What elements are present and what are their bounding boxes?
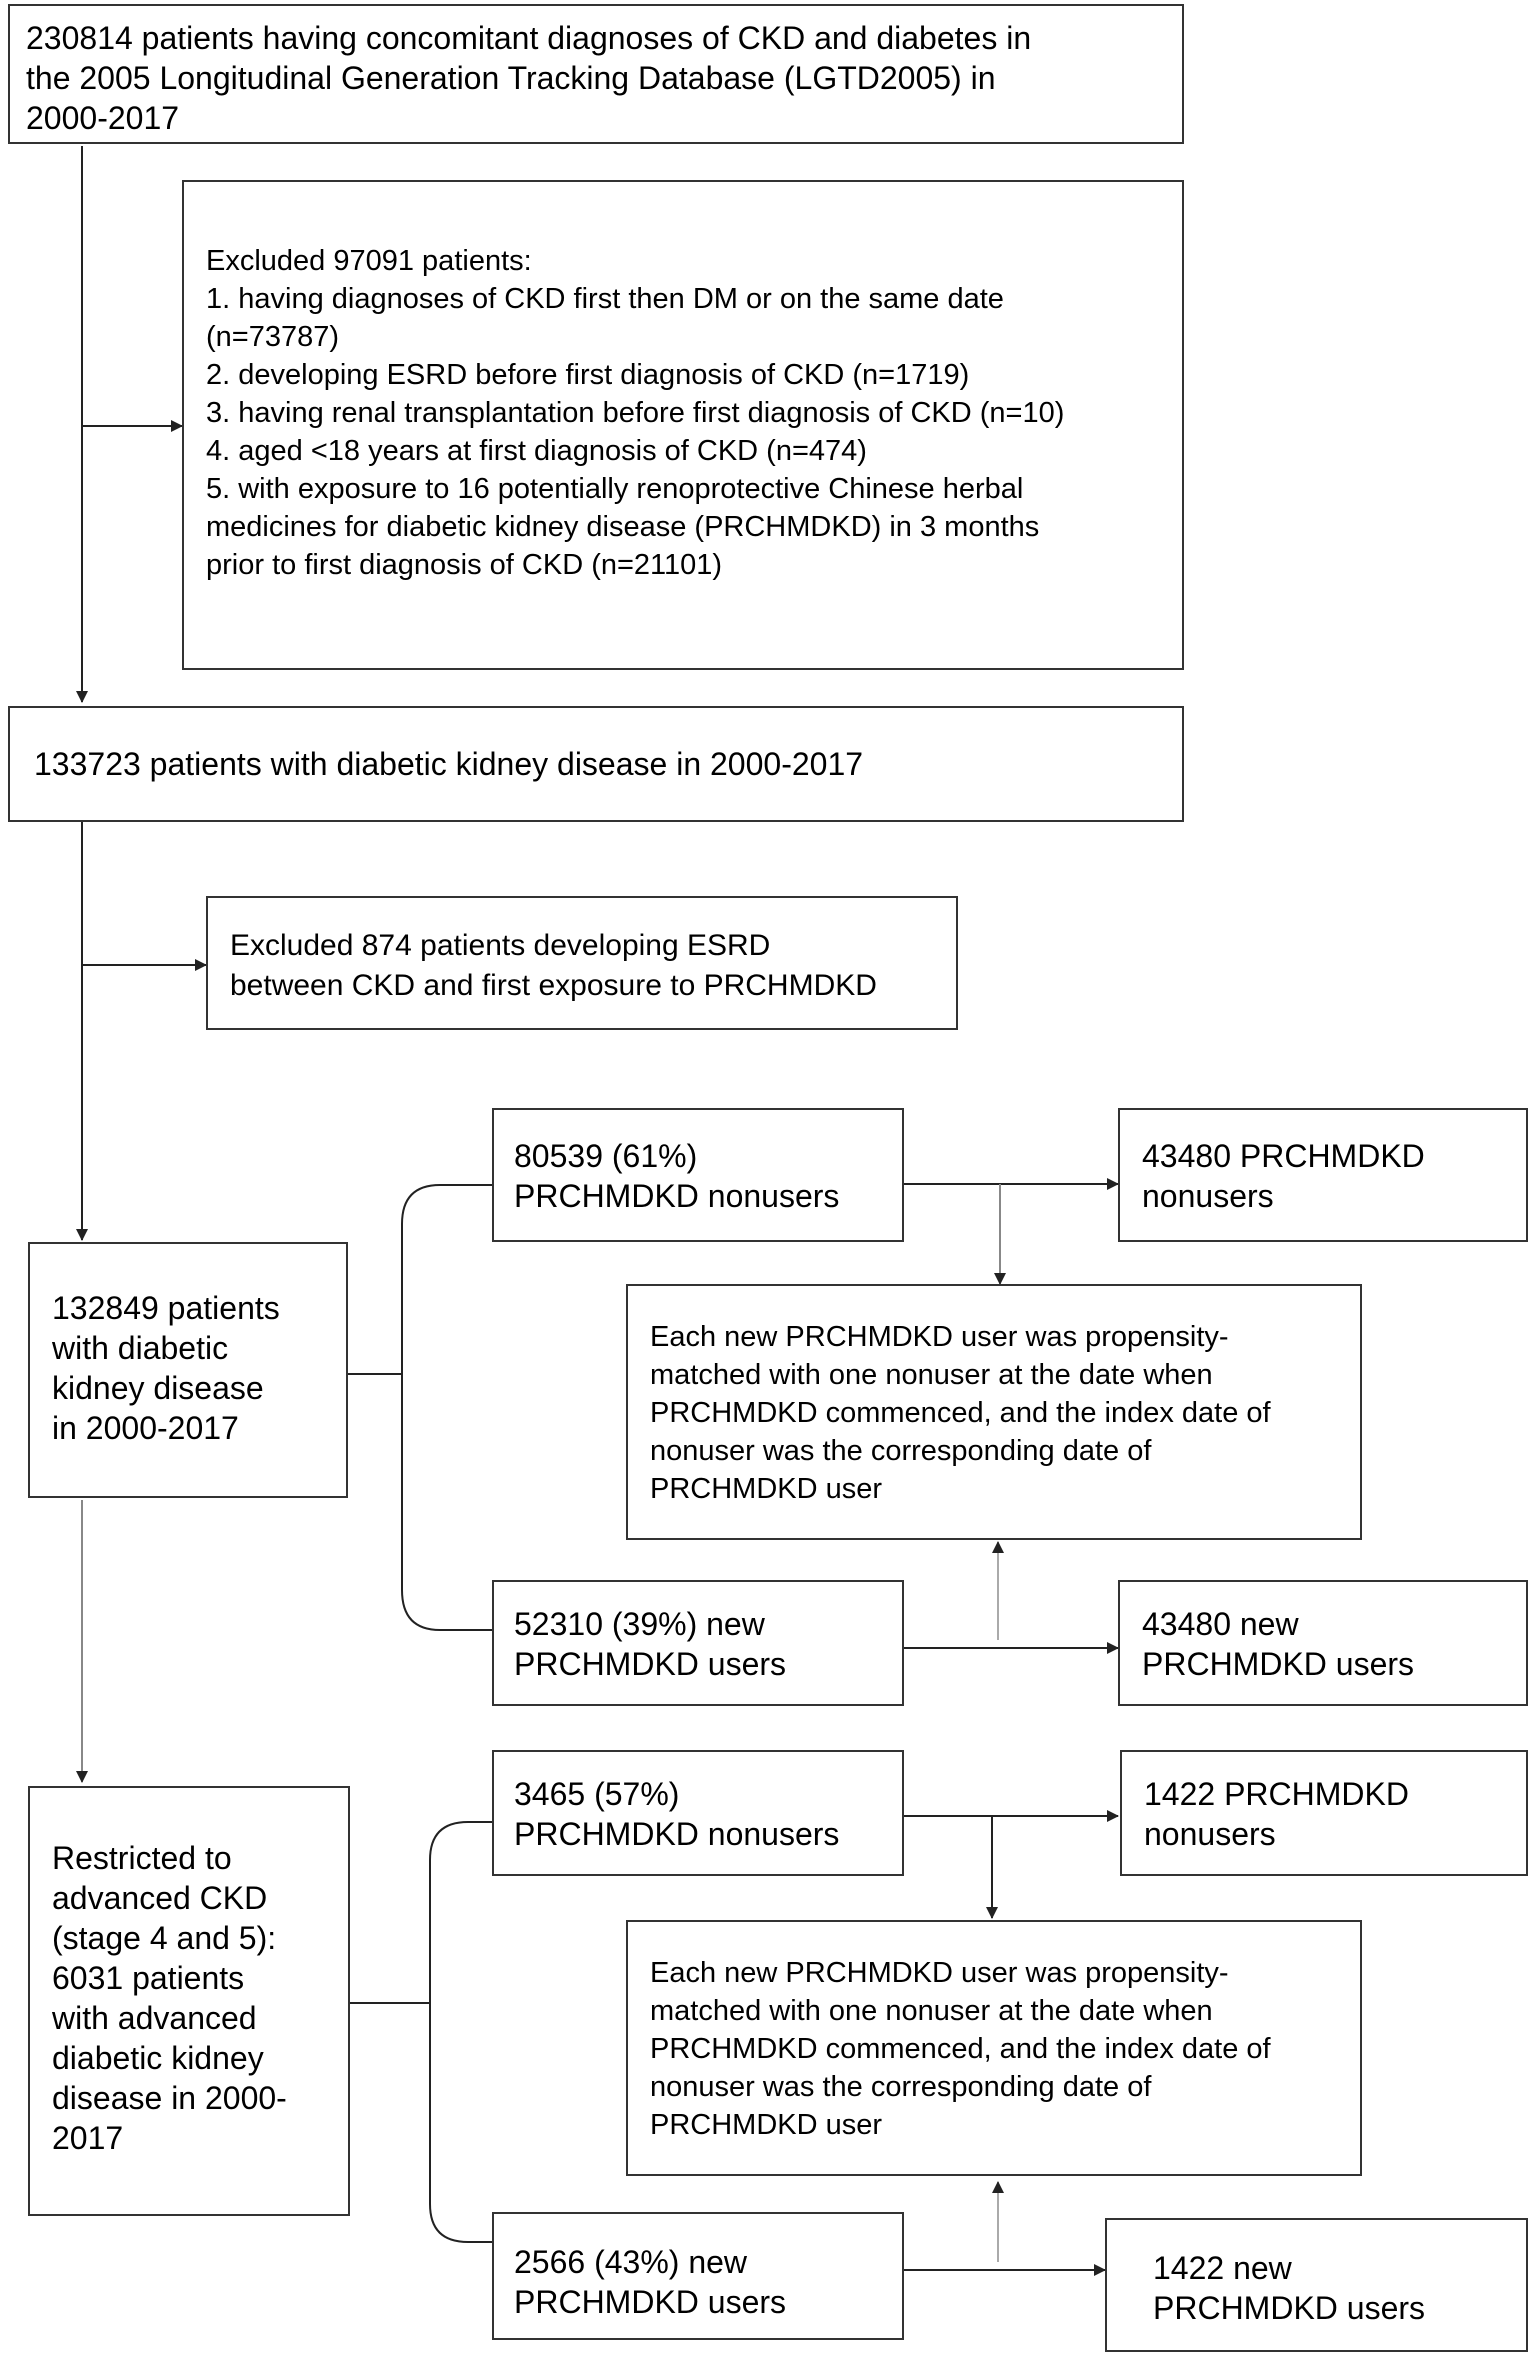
matched-users-all-text: 43480 new PRCHMDKD users [1142,1606,1415,1682]
users-all-box: 52310 (39%) new PRCHMDKD users [492,1580,904,1706]
advanced-cohort-text: Restricted to advanced CKD (stage 4 and … [52,1840,287,2156]
exclusion-box-2: Excluded 874 patients developing ESRD be… [206,896,958,1030]
nonusers-all-text: 80539 (61%) PRCHMDKD nonusers [514,1138,840,1214]
matched-users-adv-box: 1422 new PRCHMDKD users [1105,2218,1528,2352]
dkd-cohort-box: 133723 patients with diabetic kidney dis… [8,706,1184,822]
nonusers-adv-box: 3465 (57%) PRCHMDKD nonusers [492,1750,904,1876]
exclusion-1-content: Excluded 97091 patients: 1. having diagn… [206,242,1166,584]
matching-note-box-2: Each new PRCHMDKD user was propensity- m… [626,1920,1362,2176]
matching-note-2-text: Each new PRCHMDKD user was propensity- m… [650,1957,1271,2141]
users-all-text: 52310 (39%) new PRCHMDKD users [514,1606,787,1682]
exclusion-item: 5. with exposure to 16 potentially renop… [206,473,1040,581]
users-adv-box: 2566 (43%) new PRCHMDKD users [492,2212,904,2340]
dkd-final-text: 132849 patients with diabetic kidney dis… [52,1290,280,1446]
source-cohort-text: 230814 patients having concomitant diagn… [26,20,1032,136]
exclusion-item: 3. having renal transplantation before f… [206,397,1065,429]
matched-nonusers-all-box: 43480 PRCHMDKD nonusers [1118,1108,1528,1242]
matching-note-box-1: Each new PRCHMDKD user was propensity- m… [626,1284,1362,1540]
matched-users-all-box: 43480 new PRCHMDKD users [1118,1580,1528,1706]
bracket-1-curve [401,1184,492,1631]
advanced-cohort-box: Restricted to advanced CKD (stage 4 and … [28,1786,350,2216]
bracket-2-curve [429,1821,492,2243]
matched-users-adv-text: 1422 new PRCHMDKD users [1153,2250,1426,2326]
exclusion-item: 4. aged <18 years at first diagnosis of … [206,435,867,467]
exclusion-1-heading: Excluded 97091 patients: [206,245,532,277]
exclusion-item: 2. developing ESRD before first diagnosi… [206,359,970,391]
matched-nonusers-adv-text: 1422 PRCHMDKD nonusers [1144,1776,1409,1852]
matched-nonusers-adv-box: 1422 PRCHMDKD nonusers [1120,1750,1528,1876]
source-cohort-box: 230814 patients having concomitant diagn… [8,4,1184,144]
exclusion-item: 1. having diagnoses of CKD first then DM… [206,283,1004,353]
dkd-cohort-text: 133723 patients with diabetic kidney dis… [34,746,864,782]
users-adv-text: 2566 (43%) new PRCHMDKD users [514,2244,787,2320]
exclusion-2-text: Excluded 874 patients developing ESRD be… [230,929,877,1002]
matching-note-1-text: Each new PRCHMDKD user was propensity- m… [650,1321,1271,1505]
nonusers-all-box: 80539 (61%) PRCHMDKD nonusers [492,1108,904,1242]
matched-nonusers-all-text: 43480 PRCHMDKD nonusers [1142,1138,1425,1214]
dkd-final-box: 132849 patients with diabetic kidney dis… [28,1242,348,1498]
nonusers-adv-text: 3465 (57%) PRCHMDKD nonusers [514,1776,840,1852]
exclusion-box-1: Excluded 97091 patients: 1. having diagn… [182,180,1184,670]
